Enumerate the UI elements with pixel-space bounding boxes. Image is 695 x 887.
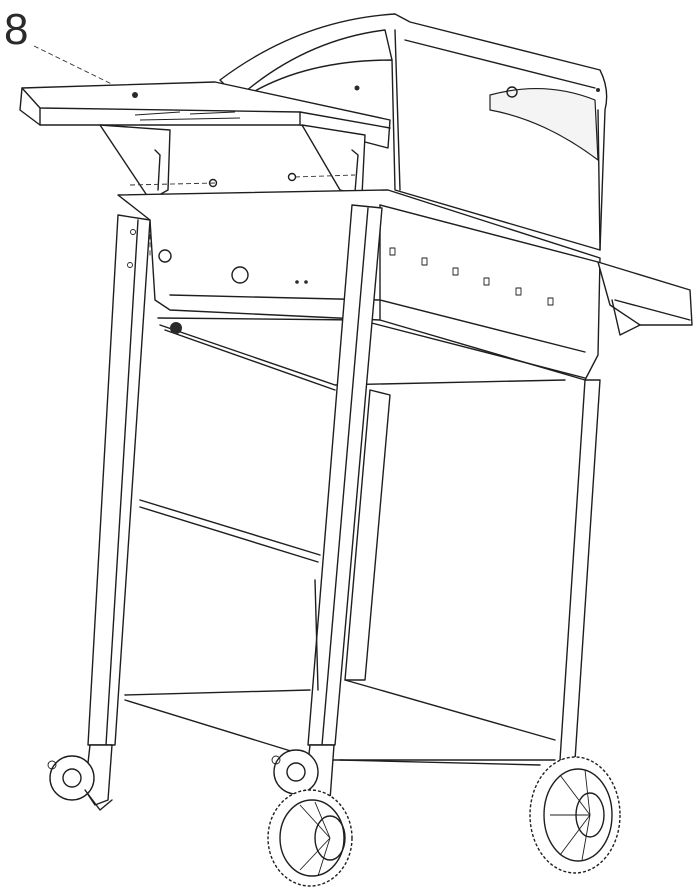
right-side-shelf xyxy=(597,261,693,336)
grill-lid xyxy=(219,13,608,251)
bolt xyxy=(208,178,218,188)
part-callout-number: 8 xyxy=(4,5,29,54)
front-left-leg xyxy=(87,214,151,746)
control-knob-slot xyxy=(421,257,428,266)
control-knob-slot xyxy=(547,297,554,306)
rear-right-leg xyxy=(559,379,601,761)
callout-leader-line xyxy=(33,45,129,93)
bolt xyxy=(287,172,297,182)
left-caster xyxy=(47,744,113,811)
control-knob-slot xyxy=(452,267,459,276)
control-knob-slot xyxy=(389,247,396,256)
shelf-screw-hole xyxy=(132,92,138,98)
igniter-hole xyxy=(231,266,249,284)
rear-left-wheel xyxy=(267,789,353,887)
control-knob-slot xyxy=(515,287,522,296)
left-side-shelf xyxy=(19,81,391,201)
rear-right-wheel xyxy=(529,756,621,874)
control-knob-slot xyxy=(483,277,490,286)
frame-legs xyxy=(87,204,601,761)
